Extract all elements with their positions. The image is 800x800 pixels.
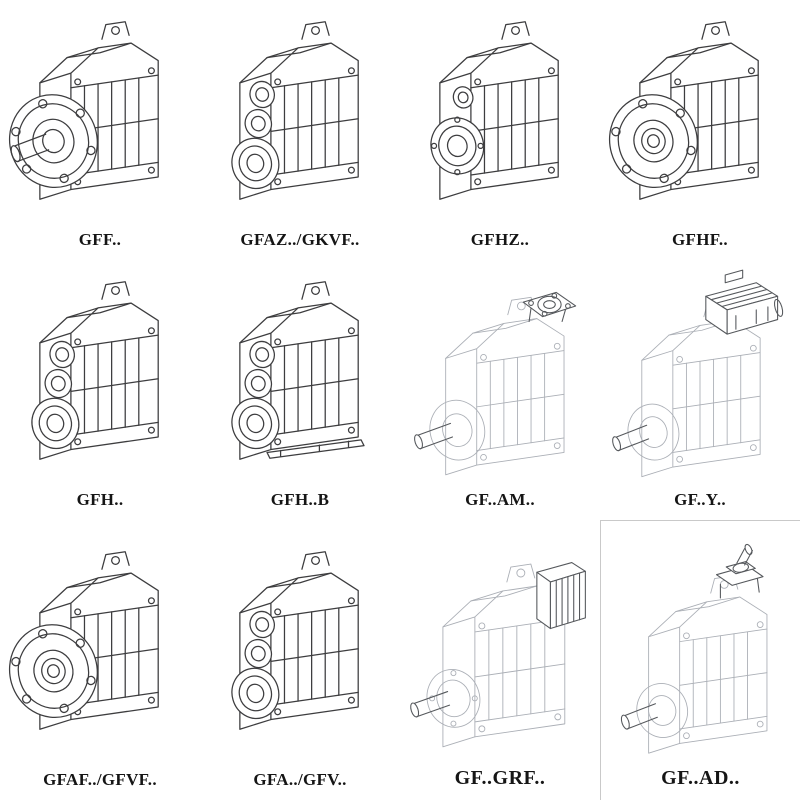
catalog-cell-gfhz: GFHZ.. (400, 0, 600, 260)
gearbox-iec-adapter-drawing (403, 264, 597, 490)
gearbox-flange-variant-icon (3, 524, 197, 770)
gearbox-shaft-mounted-drawing (3, 264, 197, 490)
gearbox-with-base-icon (203, 264, 397, 490)
catalog-cell-gf-am: GF..AM.. (400, 260, 600, 520)
model-label: GFHZ.. (470, 229, 530, 249)
gearbox-flange-variant-drawing (3, 524, 197, 770)
model-label: GFF.. (78, 229, 122, 249)
gearbox-shaft-mounted-icon (3, 264, 197, 490)
gearbox-finned-housing-icon (403, 524, 597, 766)
model-label: GF..GRF.. (454, 767, 546, 789)
model-label: GF..AM.. (465, 489, 535, 509)
gearbox-with-motor-drawing (603, 264, 797, 490)
catalog-cell-gfh: GFH.. (0, 260, 200, 520)
catalog-cell-gfaf-gfvf: GFAF../GFVF.. (0, 520, 200, 800)
catalog-cell-gfhf: GFHF.. (600, 0, 800, 260)
catalog-cell-gfa-gfv: GFA../GFV.. (200, 520, 400, 800)
gearbox-with-motor-icon (603, 264, 797, 490)
gearbox-bore-variant-icon (203, 524, 397, 770)
model-label: GF..Y.. (674, 489, 726, 509)
catalog-cell-gff: GFF.. (0, 0, 200, 260)
gearbox-flange-hollow-drawing (603, 4, 797, 230)
model-label: GF..AD.. (661, 767, 740, 789)
gearbox-hollow-bore-icon (403, 4, 597, 230)
model-label: GFHF.. (672, 229, 728, 249)
gearbox-bores-icon (203, 4, 397, 230)
gearbox-shaft-adapter-drawing (604, 525, 798, 766)
gearbox-iec-adapter-icon (403, 264, 597, 490)
gearbox-bores-drawing (203, 4, 397, 230)
gearbox-hollow-bore-drawing (403, 4, 597, 230)
model-label: GFAZ../GKVF.. (240, 229, 360, 249)
model-label: GFH.. (76, 489, 124, 509)
catalog-cell-gf-grf: GF..GRF.. (400, 520, 600, 800)
gearbox-flange-shaft-drawing (3, 4, 197, 230)
gearbox-finned-housing-drawing (403, 524, 597, 766)
catalog-cell-gfh-b: GFH..B (200, 260, 400, 520)
catalog-cell-gf-y: GF..Y.. (600, 260, 800, 520)
catalog-cell-gf-ad: GF..AD.. (600, 520, 800, 800)
gearbox-bore-variant-drawing (203, 524, 397, 770)
model-label: GFH..B (270, 489, 330, 509)
gearbox-shaft-adapter-icon (604, 525, 798, 766)
catalog-cell-gfaz-gkvf: GFAZ../GKVF.. (200, 0, 400, 260)
model-label: GFA../GFV.. (253, 769, 347, 789)
gearbox-with-base-drawing (203, 264, 397, 490)
gearbox-flange-shaft-icon (3, 4, 197, 230)
model-label: GFAF../GFVF.. (43, 769, 157, 789)
gearbox-flange-hollow-icon (603, 4, 797, 230)
